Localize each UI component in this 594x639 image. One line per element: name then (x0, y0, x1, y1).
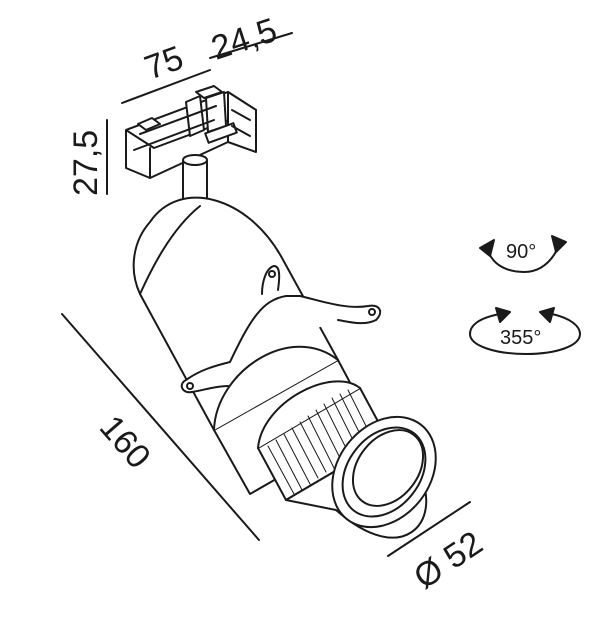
bracket-tab-left (180, 379, 229, 394)
lens-inner (351, 429, 425, 507)
pan-arrow-right-icon (539, 307, 555, 323)
mid-ring-edge (213, 345, 339, 431)
tilt-angle-label: 90° (506, 241, 536, 263)
dimension-label-24-5: 24,5 (207, 11, 282, 68)
dimension-label-27-5: 27,5 (67, 130, 105, 196)
tilt-arrow-left-icon (479, 239, 495, 257)
adapter-slot (231, 125, 251, 137)
track-adapter (125, 85, 257, 179)
dimension-line-160 (61, 313, 260, 541)
luminaire-body (132, 196, 437, 539)
stem-top (182, 154, 208, 166)
pan-ellipse (469, 313, 581, 355)
pan-rotation-symbol: 355° (469, 307, 581, 355)
pan-angle-label: 355° (500, 327, 541, 349)
bracket-screw (268, 270, 276, 278)
bracket-screw (186, 382, 194, 390)
ribbed-ring-ridges (267, 389, 375, 495)
pan-arrow-left-icon (495, 307, 511, 323)
tilt-rotation-symbol: 90° (479, 235, 567, 273)
adapter-end-face (227, 91, 257, 153)
adapter-stem (182, 154, 208, 201)
bracket-screw (368, 308, 376, 316)
adapter-clip (137, 117, 161, 131)
housing-top-edge (139, 205, 201, 295)
adapter-ridge (139, 105, 217, 135)
adapter-ridge (133, 119, 215, 151)
dimension-label-160: 160 (92, 408, 158, 476)
ribbed-ring-edge (257, 380, 361, 449)
mounting-bracket (185, 295, 382, 381)
dimension-line-24-5 (209, 32, 293, 59)
tilt-arrow-right-icon (551, 235, 567, 253)
dimension-line-75 (121, 69, 211, 104)
dimension-track-width: 24,5 (207, 11, 293, 68)
dimension-line-diameter (387, 501, 471, 557)
dimension-track-height: 27,5 (67, 119, 108, 196)
tilt-arc (486, 243, 561, 273)
adapter-slot (231, 109, 251, 121)
